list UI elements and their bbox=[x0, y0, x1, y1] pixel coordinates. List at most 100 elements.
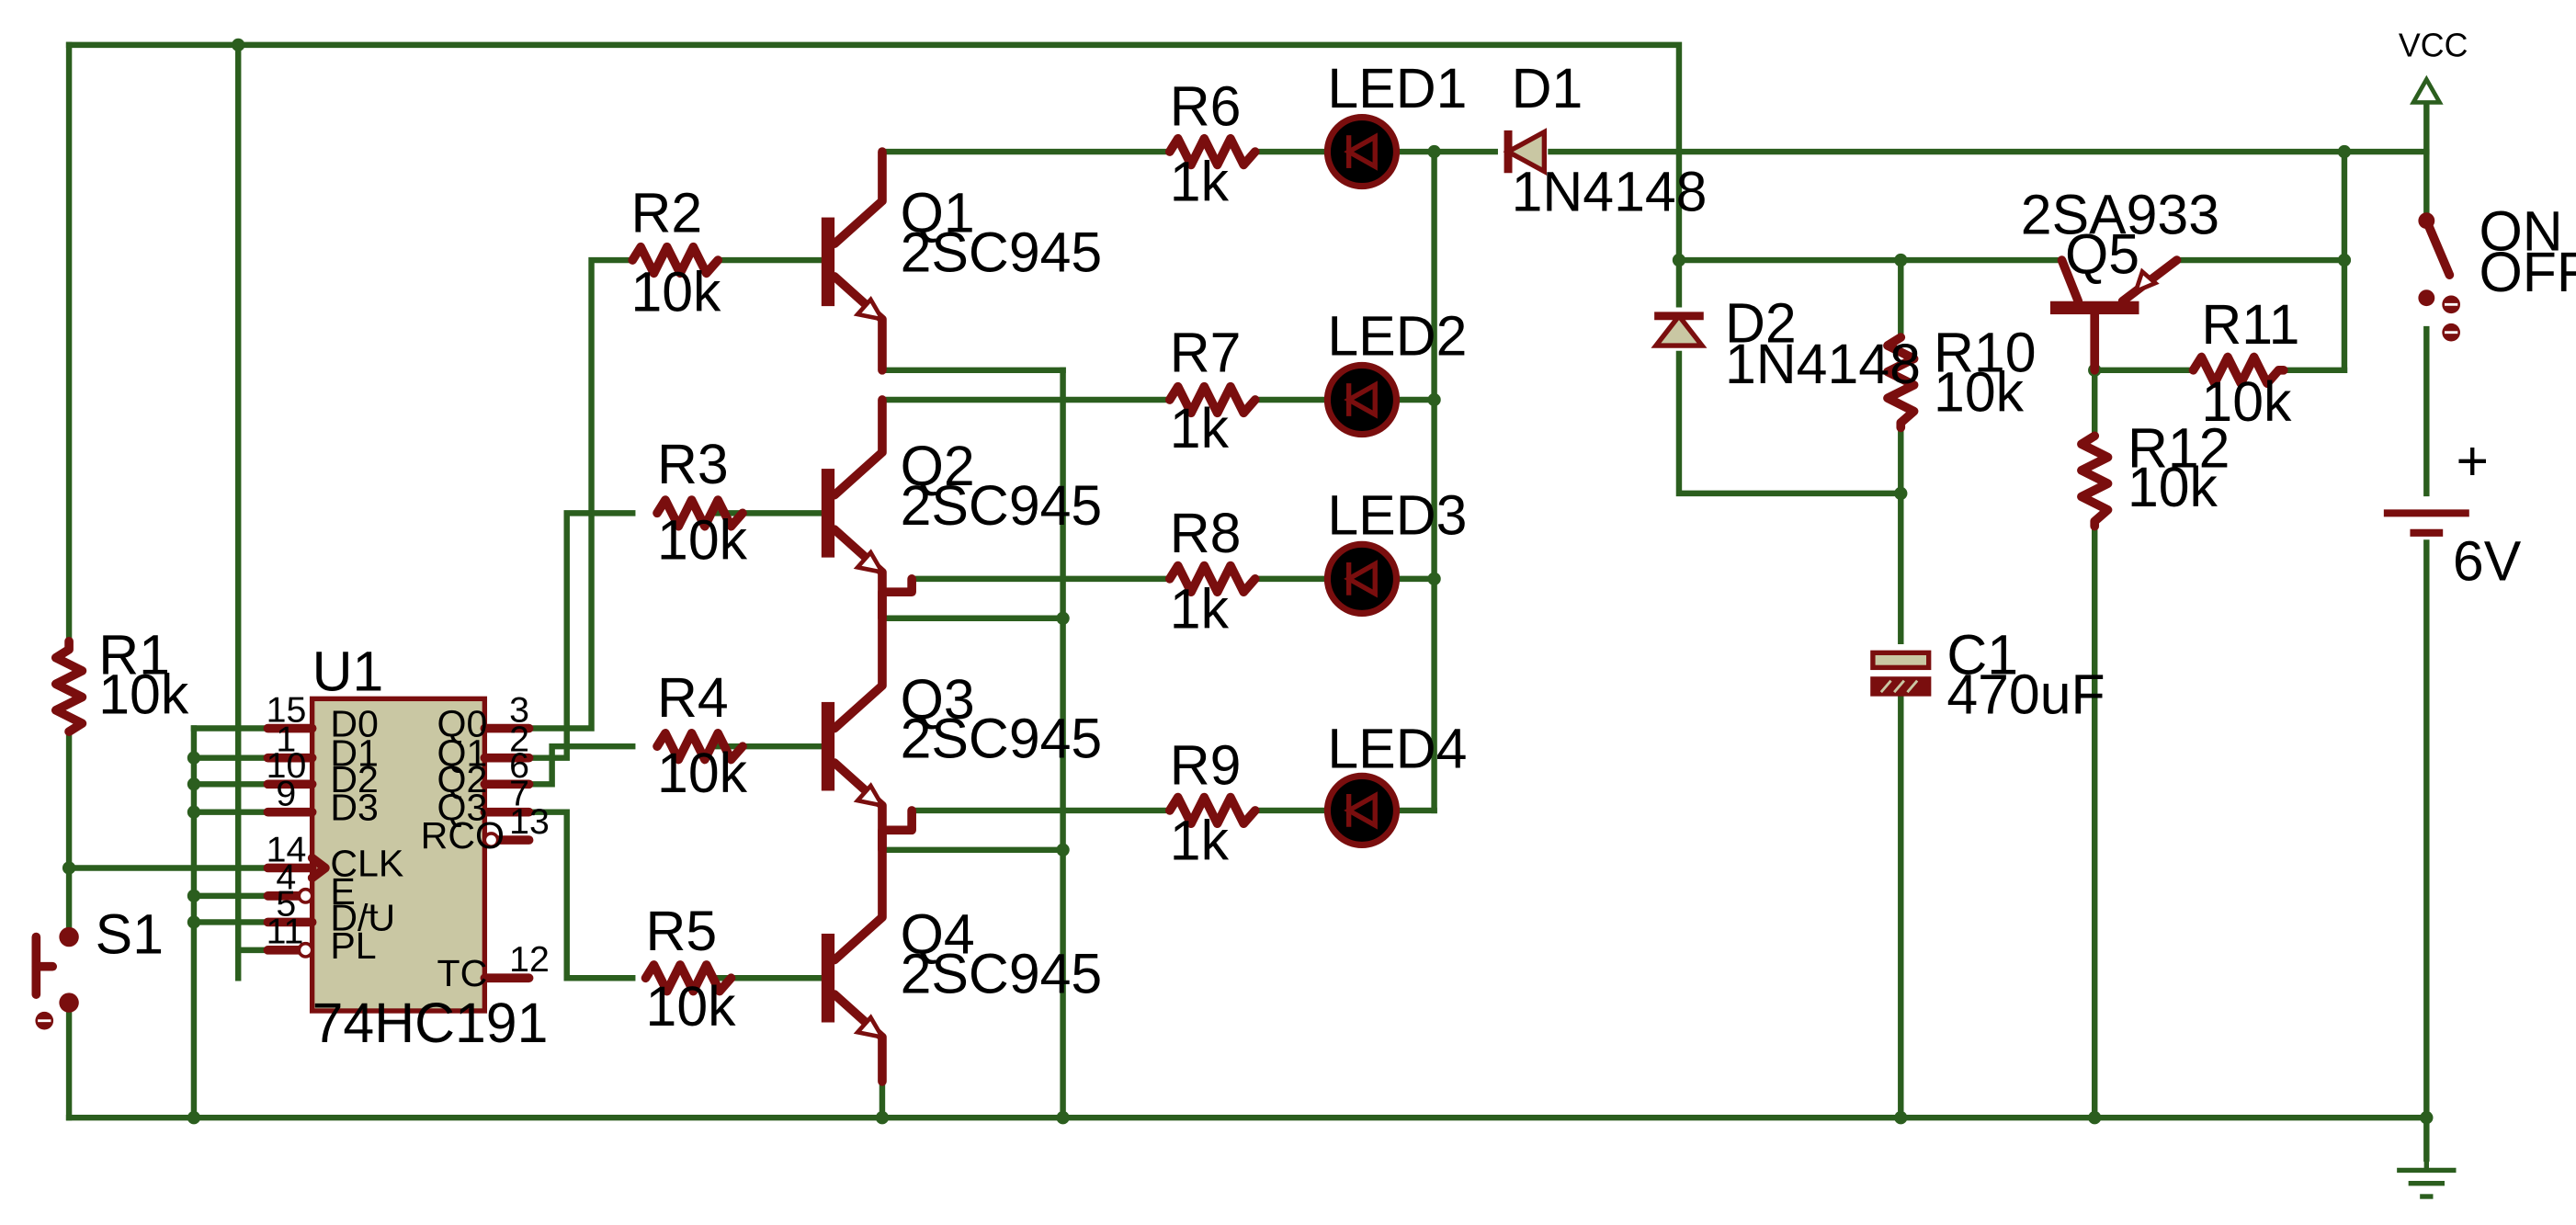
resistor-r6: R6 1k bbox=[1164, 74, 1260, 213]
pin-name: PL bbox=[330, 924, 376, 967]
pin-num: 6 bbox=[509, 745, 529, 786]
transistor-q5: 2SA933 Q5 bbox=[2021, 183, 2219, 375]
transistor-q4: Q4 2SC945 bbox=[821, 806, 1103, 1086]
wires bbox=[65, 41, 2430, 1163]
resistor-r10: R10 10k bbox=[1883, 322, 2037, 433]
led-2: LED2 bbox=[1323, 305, 1467, 438]
transistor-ref: Q1 bbox=[901, 182, 975, 244]
switch-ref: S1 bbox=[96, 902, 164, 965]
diode-d2: D2 1N4148 bbox=[1651, 291, 1921, 395]
pin-num: 14 bbox=[267, 829, 307, 869]
resistor-ref: R4 bbox=[657, 666, 729, 729]
transistor-part: 2SC945 bbox=[901, 474, 1103, 537]
pin-num: 5 bbox=[276, 883, 296, 924]
resistor-value: 10k bbox=[98, 663, 189, 725]
pin-num: 15 bbox=[267, 689, 307, 730]
switch-off-label: OFF bbox=[2480, 241, 2576, 303]
led-1: LED1 bbox=[1323, 57, 1467, 190]
transistor-ref: Q4 bbox=[901, 902, 975, 965]
ic-part: 74HC191 bbox=[312, 992, 549, 1054]
pushbutton-s1: S1 bbox=[31, 902, 164, 1030]
pin-name: CLK bbox=[330, 842, 403, 884]
transistor-part: 2SC945 bbox=[901, 221, 1103, 284]
resistor-value: 10k bbox=[2201, 370, 2292, 433]
led-ref: LED1 bbox=[1327, 57, 1467, 119]
led-4: LED4 bbox=[1323, 717, 1467, 849]
transistor-part: 2SA933 bbox=[2021, 183, 2219, 245]
pin-num: 9 bbox=[276, 774, 296, 814]
transistor-ref: Q2 bbox=[901, 435, 975, 497]
resistor-r7: R7 1k bbox=[1164, 322, 1260, 459]
resistor-value: 10k bbox=[1934, 361, 2025, 424]
pin-name: Q1 bbox=[437, 732, 488, 775]
resistor-value: 10k bbox=[657, 508, 748, 571]
resistor-r3: R3 10k bbox=[653, 433, 748, 571]
resistor-r12: R12 10k bbox=[2077, 416, 2230, 531]
pin-name: D/U bbox=[330, 896, 395, 938]
pin-num: 1 bbox=[276, 720, 296, 760]
resistor-r8: R8 1k bbox=[1164, 502, 1260, 640]
pin-num: 13 bbox=[509, 801, 550, 842]
led-ref: LED3 bbox=[1327, 484, 1467, 547]
capacitor-value: 470uF bbox=[1946, 663, 2105, 725]
power-switch: ON OFF bbox=[2418, 199, 2576, 342]
ic-ref: U1 bbox=[312, 640, 384, 702]
ground-icon bbox=[2397, 1158, 2457, 1199]
diode-d1: D1 1N4148 bbox=[1503, 57, 1708, 222]
vcc-label: VCC bbox=[2399, 27, 2468, 63]
resistor-r11: R11 10k bbox=[2188, 293, 2299, 433]
transistor-part: 2SC945 bbox=[901, 942, 1103, 1004]
pin-name: TC bbox=[437, 952, 488, 994]
resistor-r1: R1 10k bbox=[51, 624, 189, 736]
resistor-ref: R7 bbox=[1170, 322, 1242, 384]
switch-on-label: ON bbox=[2480, 199, 2563, 262]
resistor-ref: R8 bbox=[1170, 502, 1242, 564]
pin-num: 10 bbox=[267, 745, 307, 786]
resistor-value: 10k bbox=[646, 975, 737, 1038]
pin-name: E bbox=[330, 870, 355, 913]
diode-part: 1N4148 bbox=[1725, 333, 1921, 395]
led-3: LED3 bbox=[1323, 484, 1467, 617]
pin-name: Q3 bbox=[437, 787, 488, 829]
resistor-ref: R11 bbox=[2201, 293, 2299, 356]
ic-74hc191: U1 74HC191 15 1 10 9 14 4 5 11 D0 D1 D2 … bbox=[263, 640, 550, 1054]
pin-num: 12 bbox=[509, 939, 550, 980]
resistor-ref: R5 bbox=[646, 900, 718, 962]
capacitor-ref: C1 bbox=[1946, 624, 2018, 686]
resistor-value: 10k bbox=[630, 260, 721, 323]
pin-num: 3 bbox=[509, 689, 529, 730]
resistor-value: 10k bbox=[2128, 456, 2219, 518]
resistor-value: 10k bbox=[657, 742, 748, 804]
resistor-value: 1k bbox=[1170, 397, 1230, 459]
resistor-ref: R2 bbox=[630, 182, 702, 244]
capacitor-c1: C1 470uF bbox=[1870, 624, 2105, 725]
junction-dots bbox=[62, 38, 2434, 1125]
pin-name: D0 bbox=[330, 702, 379, 744]
pin-num: 7 bbox=[509, 774, 529, 814]
resistor-ref: R1 bbox=[98, 624, 170, 686]
resistor-ref: R9 bbox=[1170, 733, 1242, 796]
resistor-r5: R5 10k bbox=[641, 900, 737, 1038]
resistor-ref: R10 bbox=[1934, 322, 2036, 384]
pin-name: RCO bbox=[421, 814, 505, 856]
battery-6v: + 6V bbox=[2383, 430, 2522, 593]
resistor-ref: R12 bbox=[2128, 416, 2230, 479]
resistor-r4: R4 10k bbox=[653, 666, 748, 804]
pin-name: D3 bbox=[330, 787, 379, 829]
battery-value: 6V bbox=[2453, 530, 2522, 593]
diode-ref: D2 bbox=[1725, 291, 1797, 354]
resistor-value: 1k bbox=[1170, 810, 1230, 872]
pin-name: Q2 bbox=[437, 758, 488, 800]
resistor-r2: R2 10k bbox=[628, 182, 723, 323]
transistor-q3: Q3 2SC945 bbox=[821, 574, 1102, 855]
resistor-value: 1k bbox=[1170, 151, 1230, 213]
pin-num: 11 bbox=[267, 912, 304, 952]
pin-name: Q0 bbox=[437, 702, 488, 744]
diode-part: 1N4148 bbox=[1512, 160, 1708, 222]
battery-plus: + bbox=[2457, 430, 2490, 493]
transistor-q1: Q1 2SC945 bbox=[821, 147, 1103, 375]
pin-num: 4 bbox=[276, 857, 296, 898]
resistor-value: 1k bbox=[1170, 577, 1230, 640]
vcc-terminal: VCC bbox=[2399, 27, 2468, 105]
